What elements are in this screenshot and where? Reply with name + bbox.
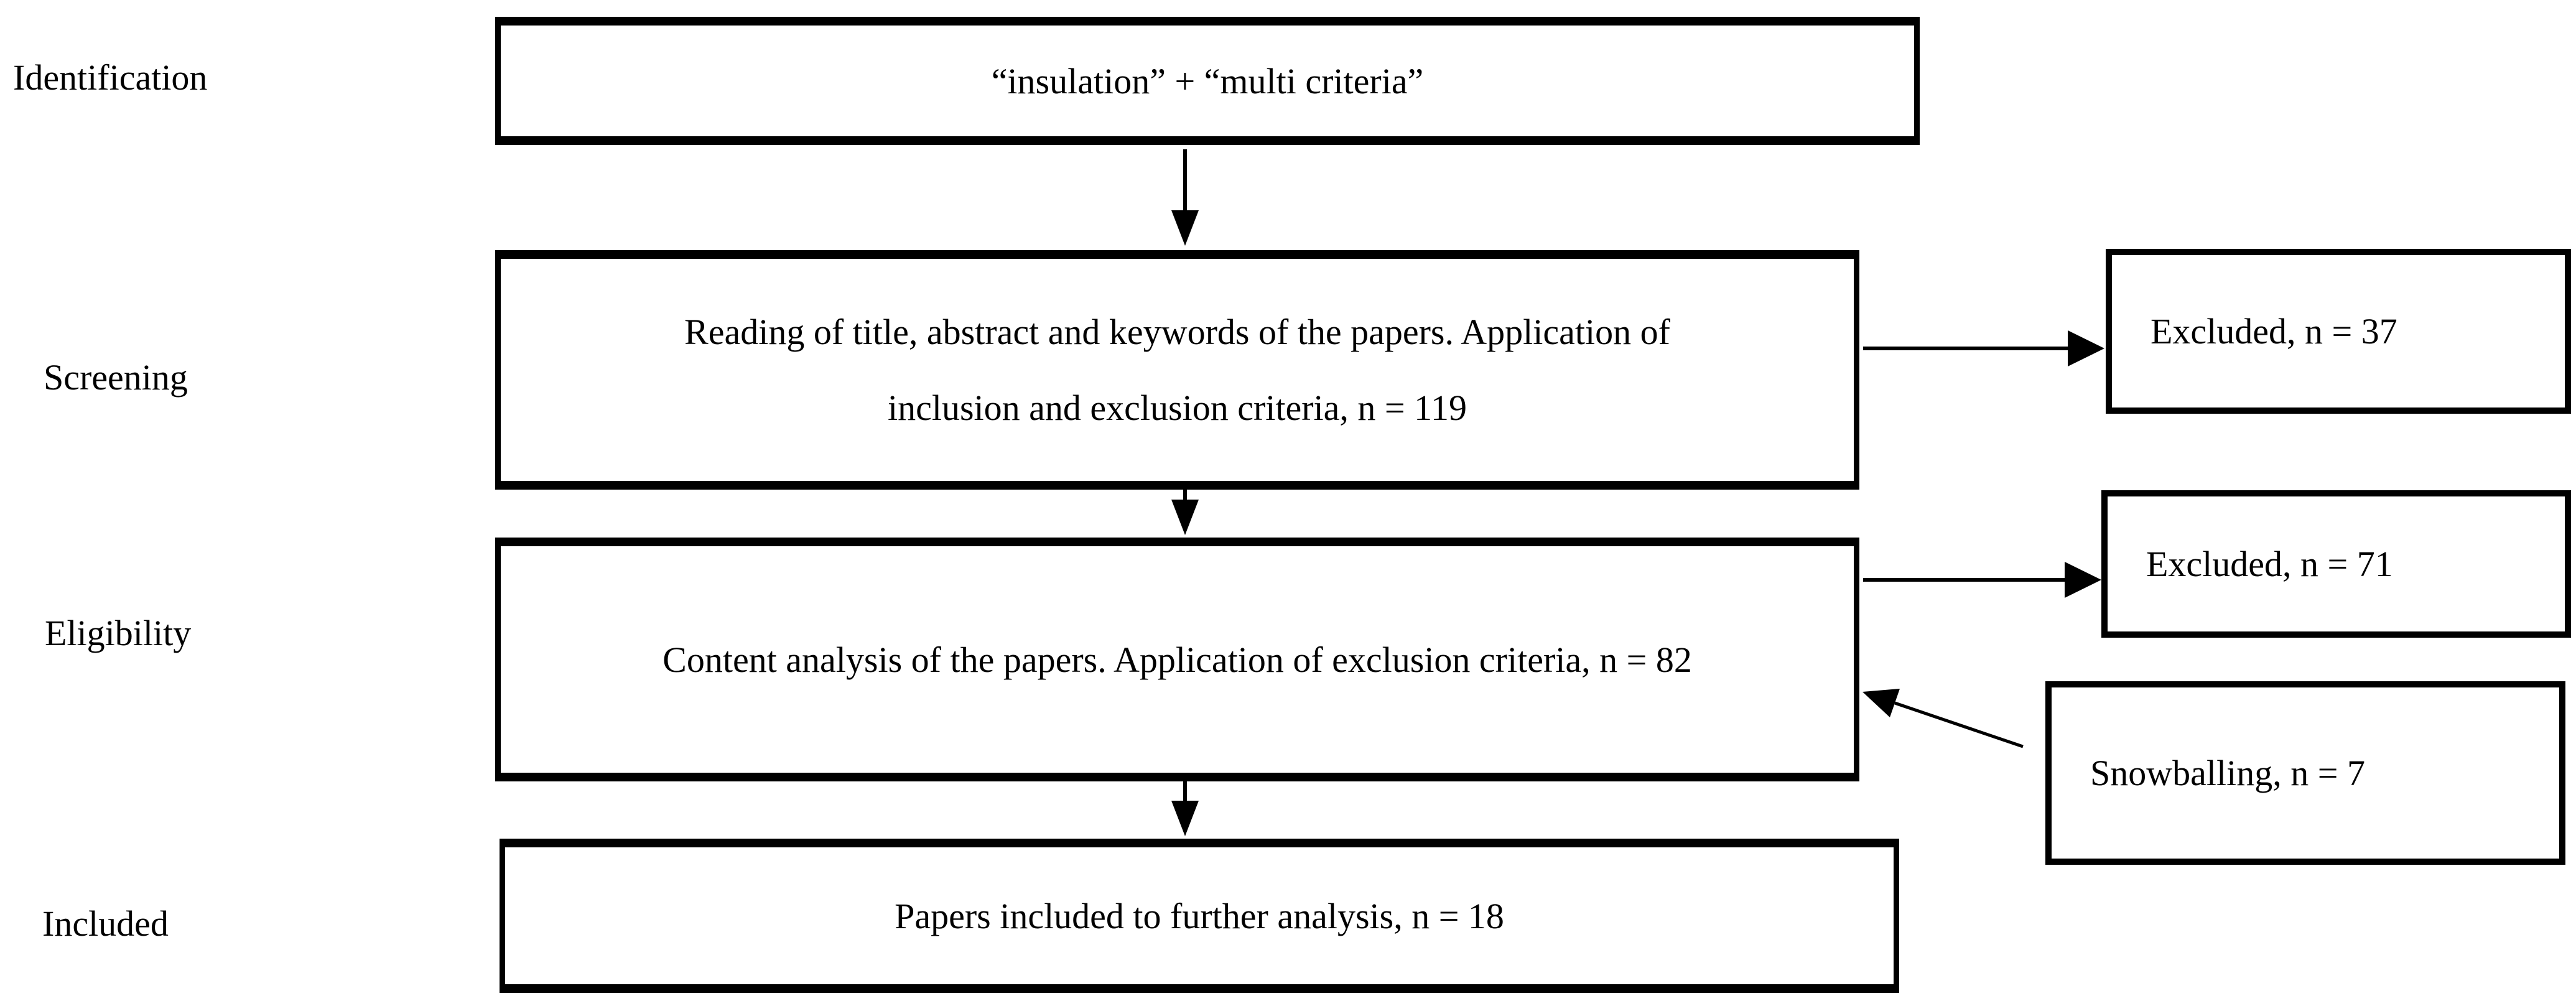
stage-label-included: Included (42, 903, 169, 944)
box-excluded-screening-text: Excluded, n = 37 (2151, 311, 2397, 352)
box-search-query: “insulation” + “multi criteria” (495, 17, 1920, 145)
box-eligibility-text: Content analysis of the papers. Applicat… (663, 639, 1692, 680)
arrow-snowballing-to-eligibility (1862, 689, 2024, 748)
box-screening-text: Reading of title, abstract and keywords … (501, 294, 1854, 446)
box-included-text: Papers included to further analysis, n =… (895, 895, 1504, 936)
box-snowballing-text: Snowballing, n = 7 (2090, 753, 2365, 793)
box-screening: Reading of title, abstract and keywords … (495, 250, 1859, 490)
box-eligibility: Content analysis of the papers. Applicat… (495, 538, 1859, 781)
box-search-query-text: “insulation” + “multi criteria” (991, 60, 1424, 101)
box-snowballing: Snowballing, n = 7 (2045, 681, 2565, 865)
box-excluded-screening: Excluded, n = 37 (2106, 249, 2571, 414)
arrow-search-to-screening (1171, 149, 1199, 246)
arrow-eligibility-to-excluded71 (1863, 562, 2101, 598)
box-screening-line1: Reading of title, abstract and keywords … (684, 311, 1670, 352)
box-excluded-eligibility-text: Excluded, n = 71 (2146, 544, 2393, 584)
arrow-screening-to-eligibility (1171, 490, 1199, 535)
box-included: Papers included to further analysis, n =… (500, 839, 1899, 993)
arrow-screening-to-excluded37 (1863, 330, 2104, 366)
box-screening-line2: inclusion and exclusion criteria, n = 11… (888, 387, 1467, 428)
stage-label-identification: Identification (13, 57, 208, 98)
arrow-eligibility-to-included (1171, 781, 1199, 836)
stage-label-screening: Screening (44, 357, 188, 398)
stage-label-eligibility: Eligibility (45, 613, 192, 653)
box-excluded-eligibility: Excluded, n = 71 (2101, 490, 2571, 638)
